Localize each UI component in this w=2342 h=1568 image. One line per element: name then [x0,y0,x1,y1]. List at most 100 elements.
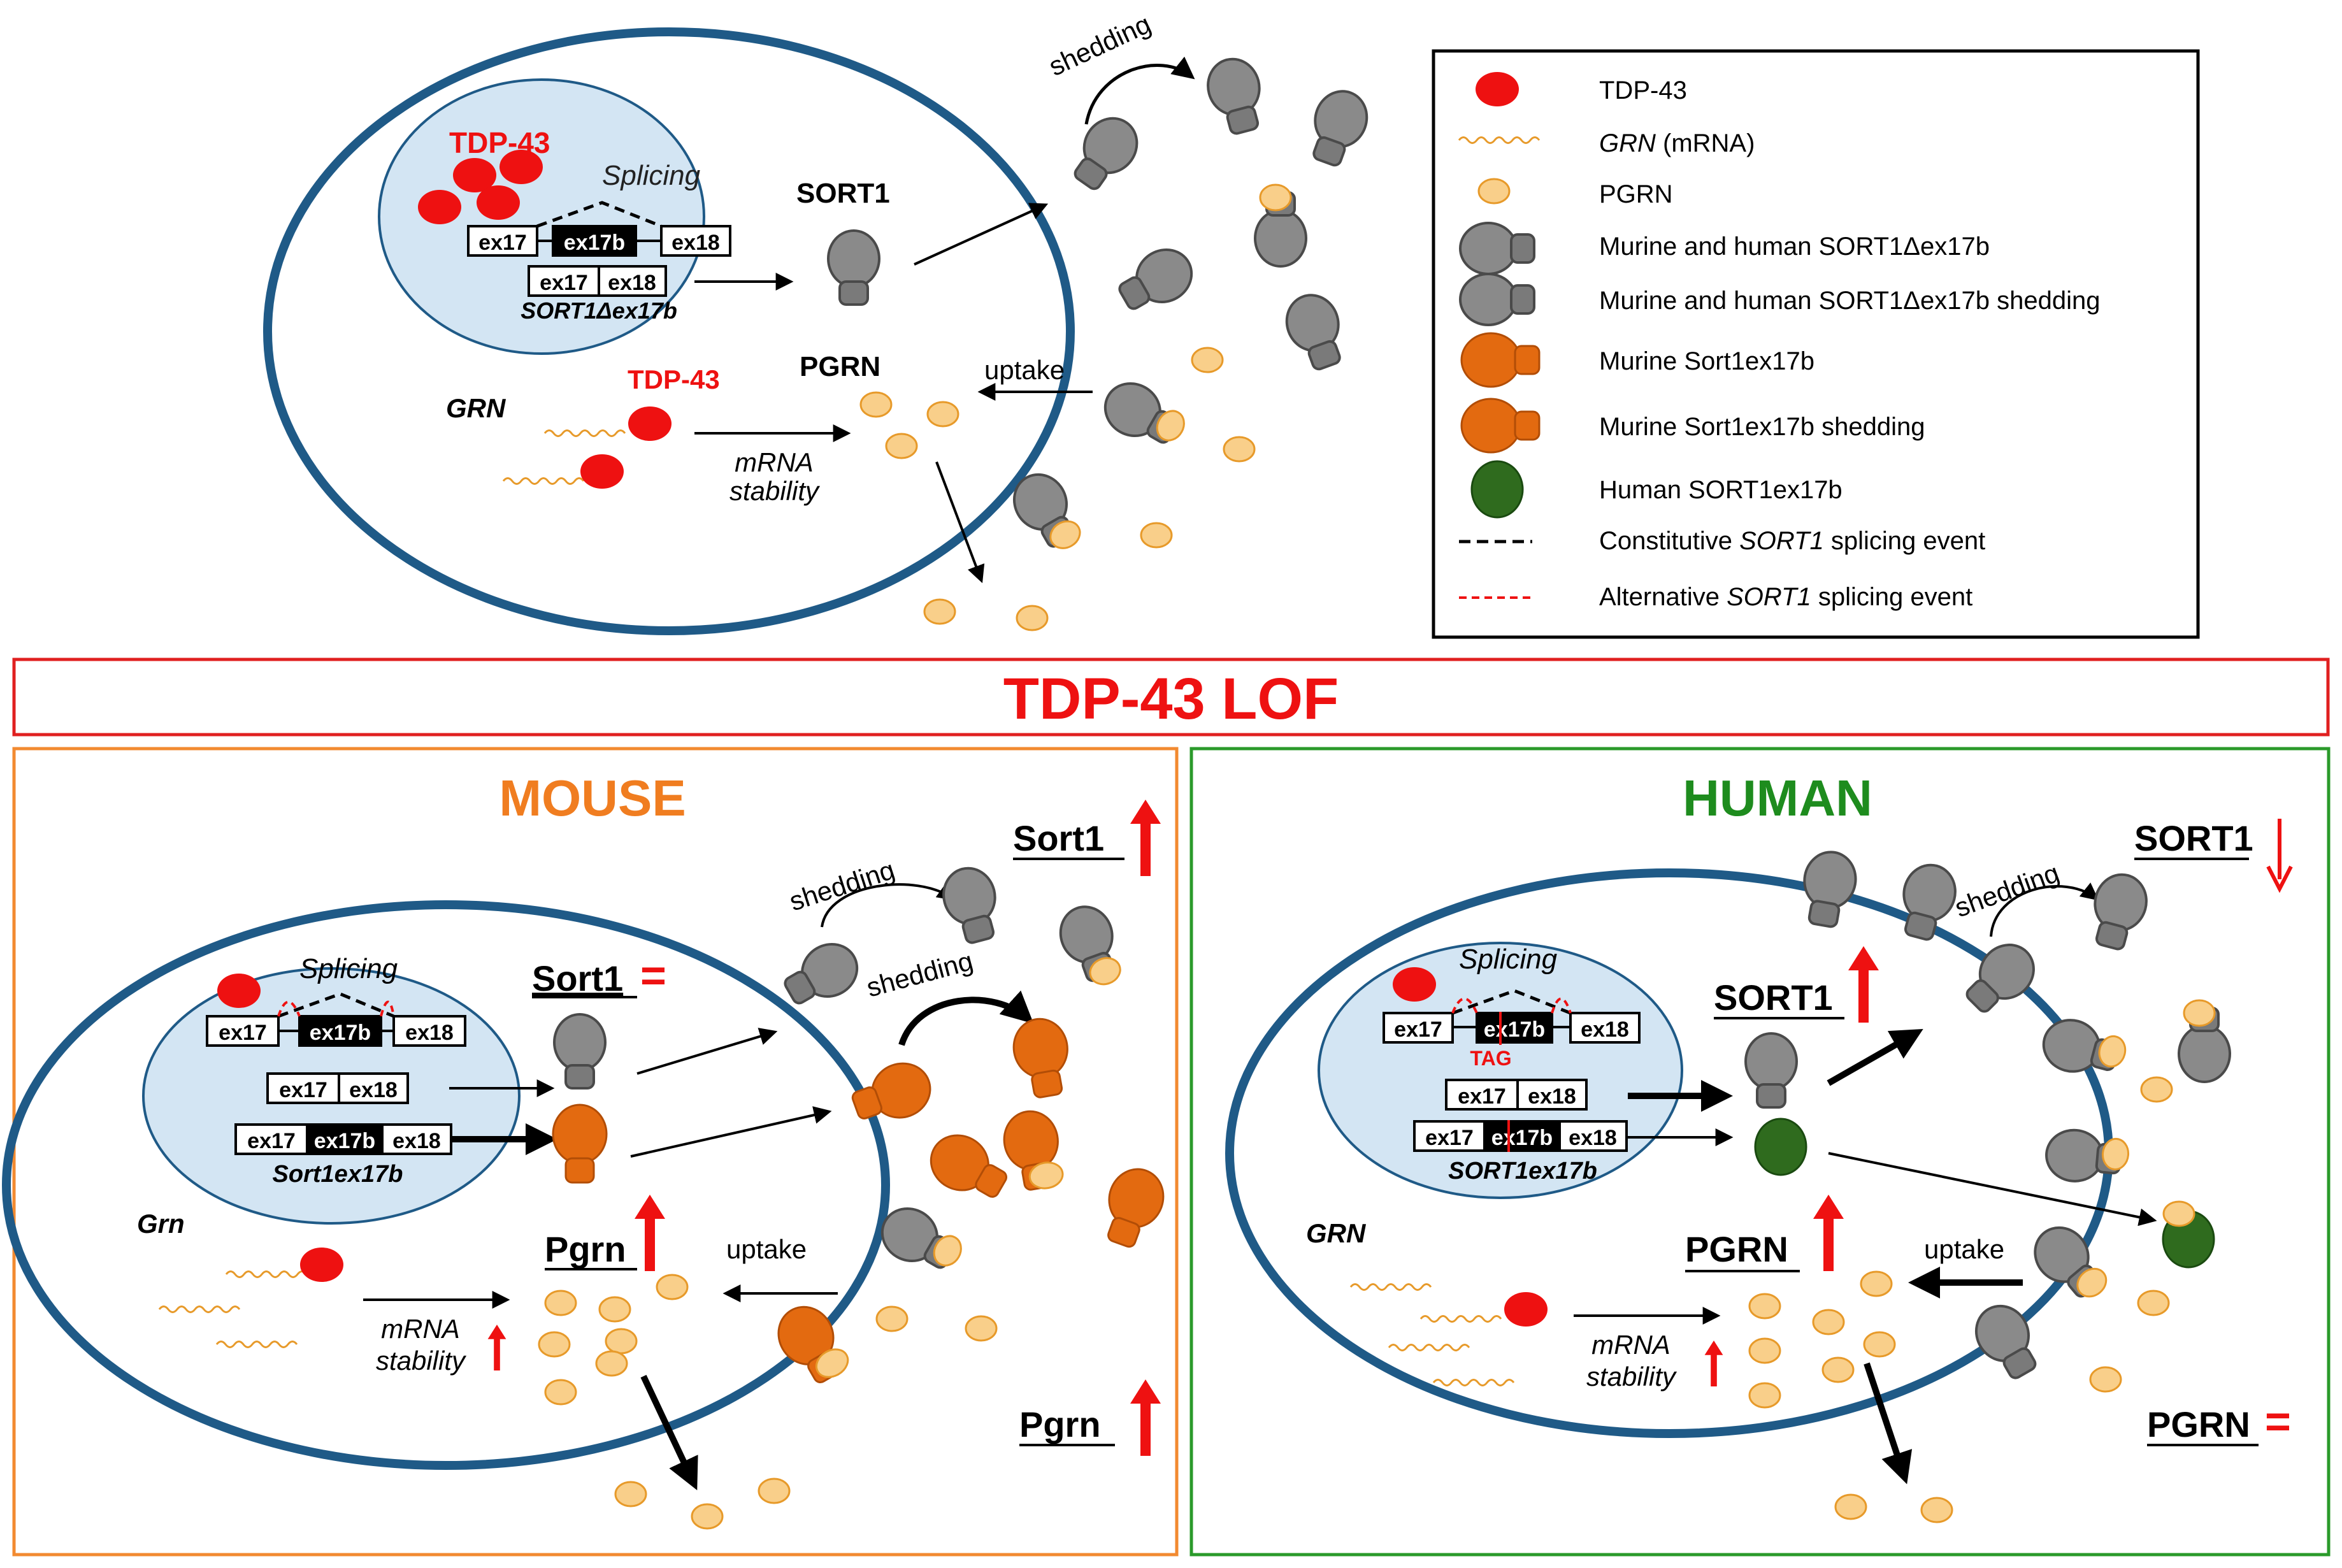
pgrn-icon [1140,522,1173,549]
legend-label: PGRN [1599,180,1673,208]
exon-label: ex17b [310,1021,371,1045]
human-panel: HUMAN Splicing ex17 ex17b ex18 TAG ex17 … [1189,747,2331,1557]
pgrn-icon [1920,1497,1953,1523]
transcript-label: SORT1Δex17b [521,298,677,324]
mouse-title: MOUSE [499,770,686,826]
pgrn-icon [965,1315,998,1342]
included-transcript: ex17 ex17b ex18 Sort1ex17b [234,1123,452,1188]
exon-label: ex17b [1491,1126,1553,1150]
exon-label: ex18 [392,1129,441,1153]
legend-label: Murine Sort1ex17b [1599,347,1814,375]
pgrn-icon [1223,436,1256,463]
tdp43-label: TDP-43 [628,364,720,394]
splicing-label: Splicing [1459,944,1558,975]
exon-label: ex17 [219,1021,267,1045]
pgrn-icon [1812,1309,1845,1335]
pgrn-icon [1863,1331,1896,1358]
grn-mrna-icon [543,429,626,437]
sort1-shed-icon [1277,286,1354,377]
transcript-label: SORT1ex17b [1448,1158,1597,1184]
spliced-transcript: ex17 ex18 [266,1072,409,1104]
sort1-outside-label: SORT1 [2134,818,2253,858]
exon-label: ex17 [1425,1126,1474,1150]
exon-label: ex17b [564,231,625,255]
legend-label: Human SORT1ex17b [1599,476,1843,504]
exon-label: ex18 [349,1078,398,1102]
legend-label: GRN (mRNA) [1599,129,1755,157]
secretion-arrow [1864,1362,1913,1485]
legend: TDP-43 GRN (mRNA) PGRN Murine and human … [1432,49,2200,639]
tdp43-icon [1476,72,1519,106]
arrow [1828,1152,2157,1226]
pgrn-icon [656,1274,689,1300]
lof-banner: TDP-43 LOF [12,658,2330,737]
grn-mrna-icon [502,477,585,485]
arrow [1827,1029,1923,1086]
pgrn-icon [605,1328,638,1355]
exon-label: ex17 [540,271,588,295]
legend-label: Constitutive SORT1 splicing event [1599,527,1985,555]
grn-label: Grn [137,1209,185,1239]
exon-label: ex17 [1394,1018,1442,1042]
tdp43-icon [477,185,520,220]
sort1-equal-sign: = [640,951,666,1000]
pgrn-icon [758,1478,791,1504]
tdp43-icon [418,190,461,224]
pgrn-cell-label: Pgrn [545,1229,626,1269]
shedding-arrow [898,990,1034,1046]
arrow [630,1106,832,1158]
pgrn-icon [926,401,959,428]
spliced-transcript: ex17 ex18 [1445,1079,1588,1111]
sort1-membrane-pgrn-icon [1094,372,1193,460]
sort1-green-icon [1470,460,1524,519]
sort1-cell-label: SORT1 [1714,977,1833,1018]
legend-label: Alternative SORT1 splicing event [1599,583,1972,611]
pgrn-icon [1016,605,1049,631]
cell-membrane [263,27,1075,635]
splicing-label: Splicing [602,160,701,191]
exon-label: ex17 [478,231,527,255]
uptake-label: uptake [1924,1234,2004,1264]
pgrn-icon [1860,1270,1893,1297]
uptake-label: uptake [726,1234,807,1264]
sort1ex17b-human-icon [1754,1118,1807,1176]
sort1-membrane-icon [1110,238,1203,322]
exon-label: ex17b [1484,1018,1545,1042]
sort1-shed-icon [1200,52,1272,140]
sort1-receptor-icon [827,229,880,306]
tdp43-icon [217,974,261,1008]
pgrn-icon [1748,1382,1781,1409]
gene-exons: ex17 ex17b ex18 [467,201,731,257]
sort1-shed-icon [1300,82,1376,173]
pgrn-icon [595,1350,628,1377]
exon-label: ex18 [608,271,656,295]
exon-label: ex17 [1458,1084,1506,1109]
included-transcript: ex17 ex17b ex18 SORT1ex17b [1413,1120,1628,1184]
tdp43-icon [1393,967,1436,1002]
spliced-transcript: ex17 ex18 SORT1Δex17b [521,265,677,324]
pgrn-icon [859,391,893,418]
pgrn-icon [1748,1293,1781,1320]
pgrn-icon [923,598,956,625]
pgrn-cell-label: PGRN [1685,1229,1788,1269]
pgrn-icon [1748,1337,1781,1364]
pgrn-icon [598,1296,631,1323]
shedding-label: shedding [1044,9,1155,82]
pgrn-equal-sign: = [2265,1397,2291,1446]
pgrn-icon [1821,1356,1855,1383]
pgrn-icon [885,433,918,459]
uptake-label: uptake [984,355,1065,385]
pgrn-label: PGRN [800,351,880,382]
legend-label: TDP-43 [1599,76,1687,104]
pgrn-icon [2137,1290,2170,1316]
exon-label: ex17 [279,1078,327,1102]
exon-label: ex18 [672,231,720,255]
secretion-arrow [935,461,985,584]
legend-label: Murine Sort1ex17b shedding [1599,413,1925,441]
exon-label: ex18 [1569,1126,1617,1150]
grn-label: GRN [1306,1218,1367,1248]
sort1-membrane-icon [1061,106,1149,199]
pgrn-icon [691,1503,724,1530]
exon-label: ex17 [247,1129,296,1153]
